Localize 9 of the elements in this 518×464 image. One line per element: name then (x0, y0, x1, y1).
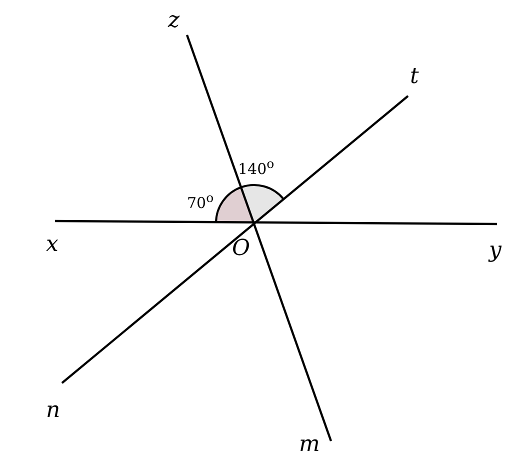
point-name: O (232, 238, 250, 260)
line-name: y (489, 240, 502, 262)
angle-value: 70$^{o}$ (187, 192, 214, 211)
line-name: n (46, 400, 60, 422)
line-name: x (46, 234, 58, 256)
angle-value: 140$^{o}$ (238, 158, 274, 177)
line-name: m (299, 434, 320, 456)
line-name: z (168, 10, 180, 32)
line-name: t (410, 66, 419, 88)
